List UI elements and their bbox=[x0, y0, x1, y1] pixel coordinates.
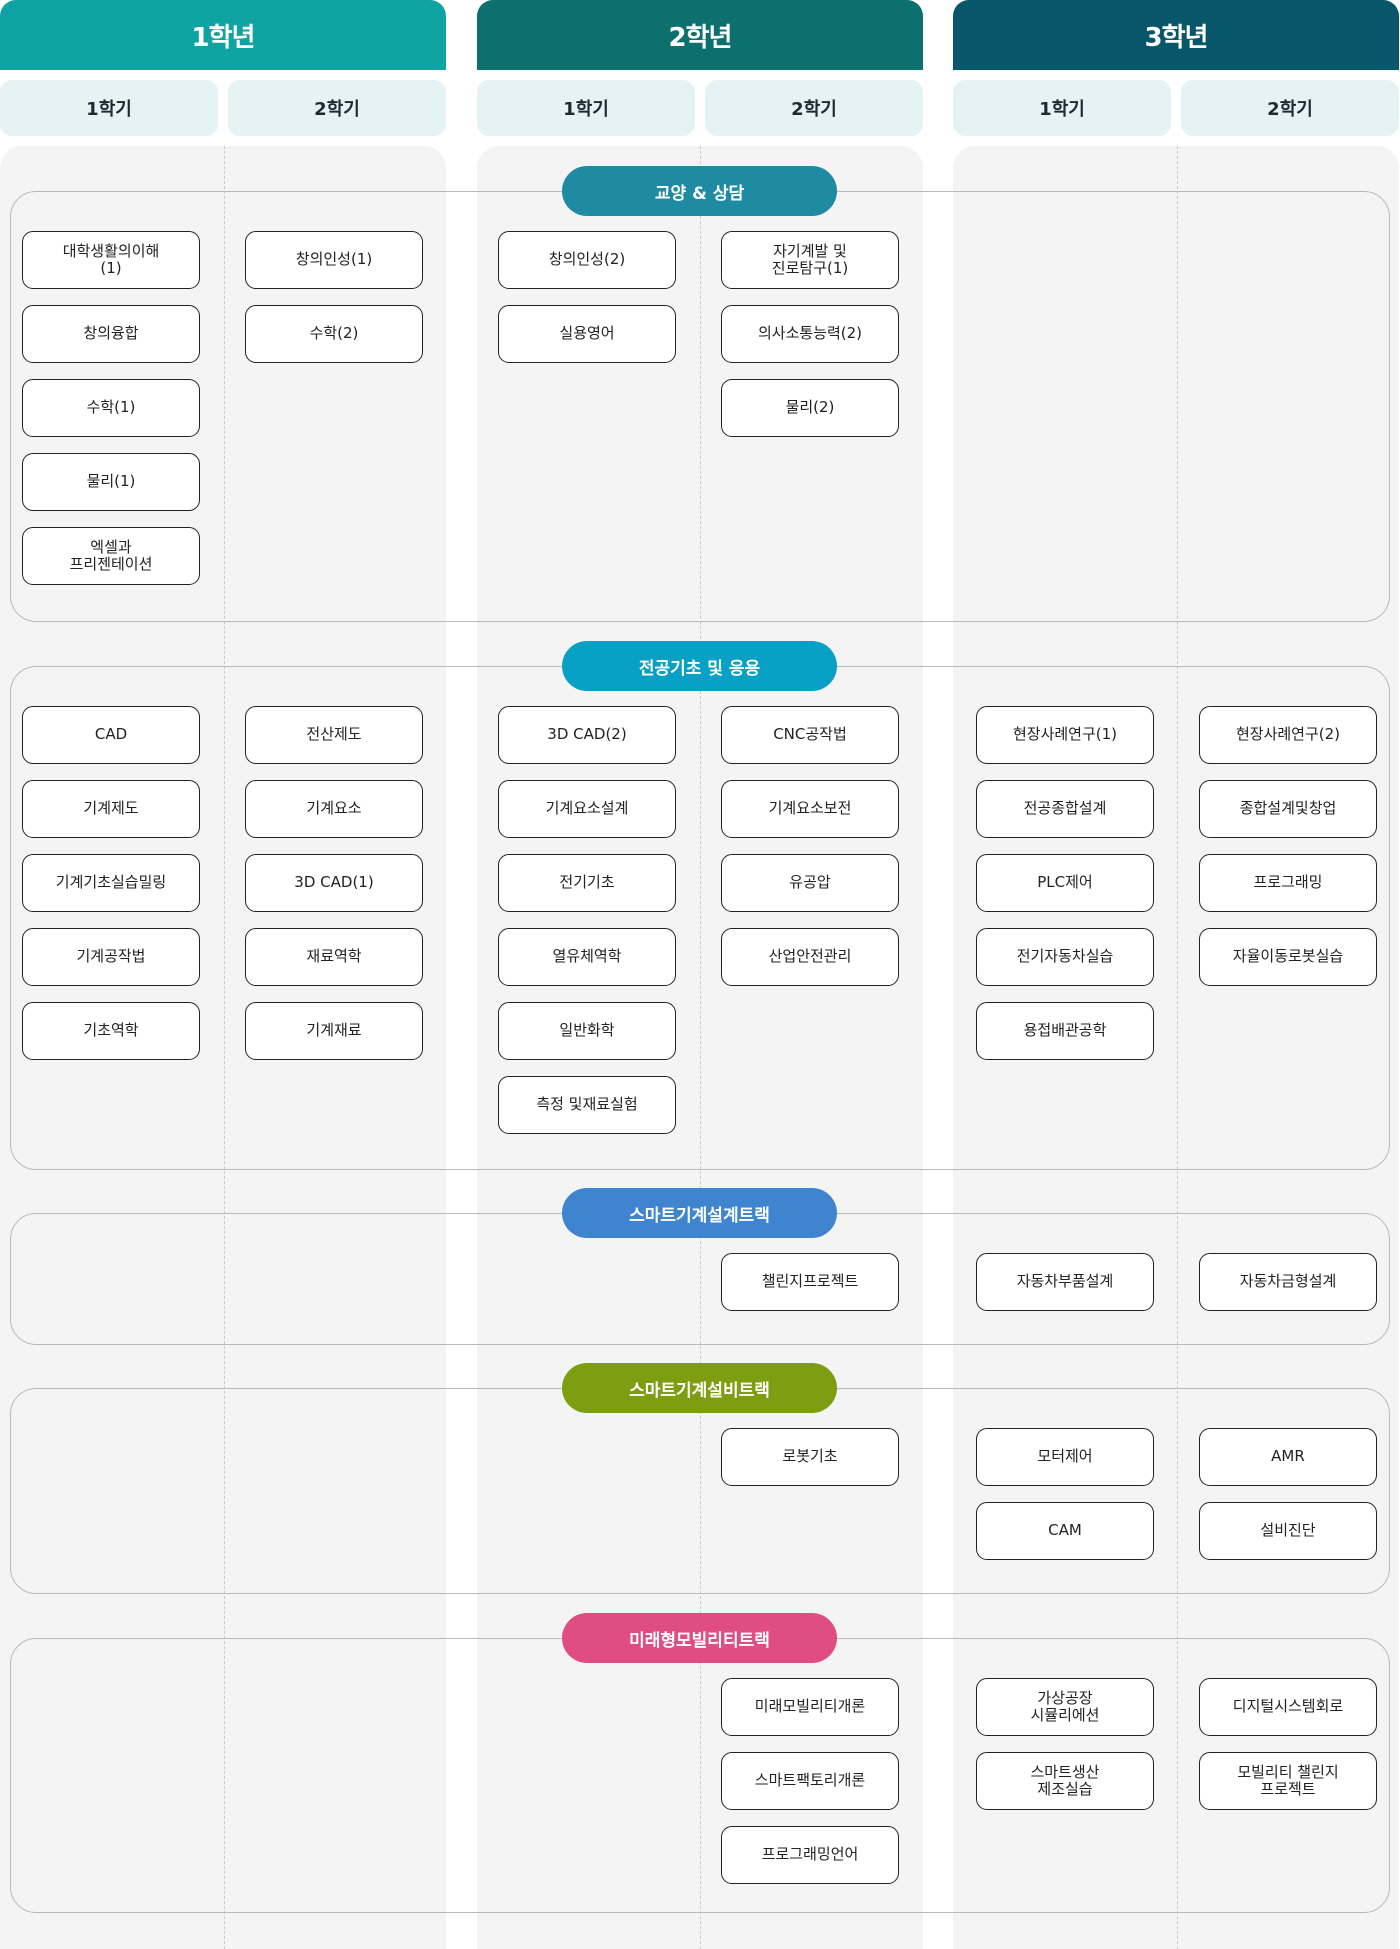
course-box[interactable]: 자기계발 및 진로탐구(1) bbox=[721, 231, 899, 289]
course-box[interactable]: 창의인성(2) bbox=[498, 231, 676, 289]
course-box[interactable]: 자동차부품설계 bbox=[976, 1253, 1154, 1311]
course-box[interactable]: 기계기초실습밀링 bbox=[22, 854, 200, 912]
section-mobility-track-box bbox=[10, 1638, 1390, 1913]
course-box[interactable]: 종합설계및창업 bbox=[1199, 780, 1377, 838]
course-box[interactable]: 산업안전관리 bbox=[721, 928, 899, 986]
course-box[interactable]: 기계재료 bbox=[245, 1002, 423, 1060]
semester-header: 2학기 bbox=[228, 80, 446, 136]
course-box[interactable]: 모빌리티 챌린지 프로젝트 bbox=[1199, 1752, 1377, 1810]
course-box[interactable]: 대학생활의이해 (1) bbox=[22, 231, 200, 289]
course-box[interactable]: 재료역학 bbox=[245, 928, 423, 986]
course-box[interactable]: 스마트생산 제조실습 bbox=[976, 1752, 1154, 1810]
section-pill-mobility-track: 미래형모빌리티트랙 bbox=[562, 1613, 837, 1663]
course-box[interactable]: 수학(1) bbox=[22, 379, 200, 437]
section-pill-major: 전공기초 및 응용 bbox=[562, 641, 837, 691]
course-box[interactable]: 엑셀과 프리젠테이션 bbox=[22, 527, 200, 585]
course-box[interactable]: 현장사례연구(1) bbox=[976, 706, 1154, 764]
course-box[interactable]: 현장사례연구(2) bbox=[1199, 706, 1377, 764]
course-box[interactable]: 프로그래밍언어 bbox=[721, 1826, 899, 1884]
semester-header: 2학기 bbox=[705, 80, 923, 136]
section-pill-equipment-track: 스마트기계설비트랙 bbox=[562, 1363, 837, 1413]
course-box[interactable]: 3D CAD(2) bbox=[498, 706, 676, 764]
course-box[interactable]: 물리(1) bbox=[22, 453, 200, 511]
section-pill-general: 교양 & 상담 bbox=[562, 166, 837, 216]
course-box[interactable]: 일반화학 bbox=[498, 1002, 676, 1060]
course-box[interactable]: 수학(2) bbox=[245, 305, 423, 363]
course-box[interactable]: 용접배관공학 bbox=[976, 1002, 1154, 1060]
course-box[interactable]: 자동차금형설계 bbox=[1199, 1253, 1377, 1311]
course-box[interactable]: 열유체역학 bbox=[498, 928, 676, 986]
section-equipment-track-box bbox=[10, 1388, 1390, 1594]
course-box[interactable]: 가상공장 시뮬리에션 bbox=[976, 1678, 1154, 1736]
course-box[interactable]: CAD bbox=[22, 706, 200, 764]
course-box[interactable]: 로봇기초 bbox=[721, 1428, 899, 1486]
course-box[interactable]: 모터제어 bbox=[976, 1428, 1154, 1486]
course-box[interactable]: 물리(2) bbox=[721, 379, 899, 437]
course-box[interactable]: 자율이동로봇실습 bbox=[1199, 928, 1377, 986]
course-box[interactable]: 챌린지프로젝트 bbox=[721, 1253, 899, 1311]
course-box[interactable]: 기계제도 bbox=[22, 780, 200, 838]
course-box[interactable]: 전기기초 bbox=[498, 854, 676, 912]
course-box[interactable]: 3D CAD(1) bbox=[245, 854, 423, 912]
year-header-2: 2학년 bbox=[477, 0, 923, 70]
course-box[interactable]: 전공종합설계 bbox=[976, 780, 1154, 838]
course-box[interactable]: 의사소통능력(2) bbox=[721, 305, 899, 363]
course-box[interactable]: 스마트팩토리개론 bbox=[721, 1752, 899, 1810]
course-box[interactable]: 전산제도 bbox=[245, 706, 423, 764]
semester-header: 1학기 bbox=[953, 80, 1171, 136]
section-pill-design-track: 스마트기계설계트랙 bbox=[562, 1188, 837, 1238]
section-general-box bbox=[10, 191, 1390, 622]
course-box[interactable]: 기계요소 bbox=[245, 780, 423, 838]
course-box[interactable]: 설비진단 bbox=[1199, 1502, 1377, 1560]
year-header-3: 3학년 bbox=[953, 0, 1399, 70]
semester-divider bbox=[1177, 146, 1178, 1949]
course-box[interactable]: CAM bbox=[976, 1502, 1154, 1560]
course-box[interactable]: 프로그래밍 bbox=[1199, 854, 1377, 912]
course-box[interactable]: 창의인성(1) bbox=[245, 231, 423, 289]
year-header-1: 1학년 bbox=[0, 0, 446, 70]
course-box[interactable]: CNC공작법 bbox=[721, 706, 899, 764]
course-box[interactable]: 전기자동차실습 bbox=[976, 928, 1154, 986]
course-box[interactable]: 기계요소보전 bbox=[721, 780, 899, 838]
semester-header: 2학기 bbox=[1181, 80, 1399, 136]
course-box[interactable]: 실용영어 bbox=[498, 305, 676, 363]
course-box[interactable]: 유공압 bbox=[721, 854, 899, 912]
course-box[interactable]: 미래모빌리티개론 bbox=[721, 1678, 899, 1736]
course-box[interactable]: PLC제어 bbox=[976, 854, 1154, 912]
course-box[interactable]: AMR bbox=[1199, 1428, 1377, 1486]
semester-divider bbox=[700, 146, 701, 1949]
section-major-box bbox=[10, 666, 1390, 1170]
semester-header: 1학기 bbox=[477, 80, 695, 136]
semester-divider bbox=[224, 146, 225, 1949]
course-box[interactable]: 기계요소설계 bbox=[498, 780, 676, 838]
course-box[interactable]: 디지털시스템회로 bbox=[1199, 1678, 1377, 1736]
course-box[interactable]: 측정 및재료실험 bbox=[498, 1076, 676, 1134]
semester-header: 1학기 bbox=[0, 80, 218, 136]
course-box[interactable]: 기초역학 bbox=[22, 1002, 200, 1060]
course-box[interactable]: 창의융합 bbox=[22, 305, 200, 363]
course-box[interactable]: 기계공작법 bbox=[22, 928, 200, 986]
